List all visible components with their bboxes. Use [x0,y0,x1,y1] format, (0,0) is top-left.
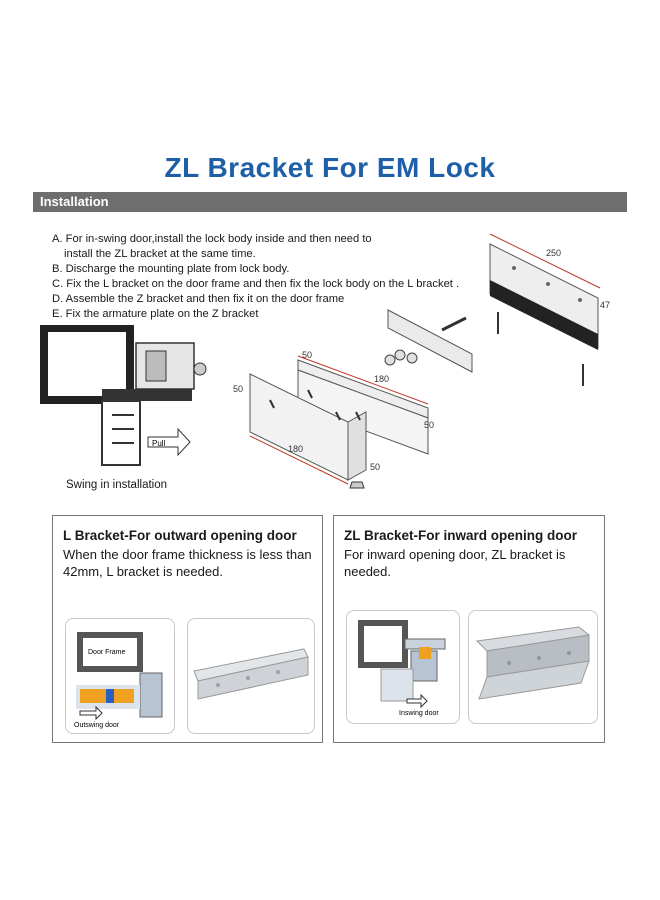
swing-in-diagram: Pull [40,325,207,466]
washers [384,349,418,366]
armature-plate-part [387,309,473,373]
inswing-arrow-icon [406,693,428,709]
outswing-diagram: Door Frame Outswing door [74,632,163,729]
step-a-continued: install the ZL bracket at the same time. [64,248,256,260]
door-frame-profile [40,325,134,404]
section-banner: Installation [33,192,627,212]
step-d: D. Assemble the Z bracket and then fix i… [52,293,345,305]
zl-bracket-heading: ZL Bracket-For inward opening door [344,528,578,543]
l-bracket-panel: L Bracket-For outward opening door When … [52,515,323,743]
frame-shape [358,620,408,668]
screw-shape [106,689,114,703]
l-bracket-photo [187,618,315,734]
zl-bracket-panel: ZL Bracket-For inward opening door For i… [333,515,605,743]
lock-length-dim: 250 [546,248,561,258]
lock-screw-holes [512,266,582,302]
inswing-diagram: Inswing door [358,620,446,717]
outswing-arrow-icon [79,705,103,721]
door-shape [380,668,414,702]
section-title: Installation [40,194,109,209]
l-bracket-front-face [197,656,309,700]
l-bracket-side [347,411,367,481]
l-length-dim-line [249,435,349,485]
zl-bottom-face [478,660,590,700]
door-frame-label: Door Frame [88,649,125,656]
installation-steps: A. For in-swing door,install the lock bo… [52,232,502,322]
pull-arrow-icon [147,427,191,457]
em-lock-body [490,280,598,350]
bracket-screws [269,389,361,421]
door-panel [101,400,141,466]
l-length-dim: 180 [288,444,303,454]
inswing-thumbnail: Inswing door [346,610,460,724]
z-width-dim: 50 [302,350,312,360]
step-a: A. For in-swing door,install the lock bo… [52,233,372,245]
page-title: ZL Bracket For EM Lock [164,152,496,183]
bolt-shape-zl [419,647,431,659]
zl-bracket-description: For inward opening door, ZL bracket is n… [344,547,566,579]
nut [349,481,365,489]
zl-holes [507,651,571,665]
door-frame-shape [77,632,143,672]
l-bracket-holes [216,670,280,687]
step-e: E. Fix the armature plate on the Z brack… [52,308,259,320]
exploded-assembly-diagram: 250 47 180 50 50 180 50 50 [233,233,610,489]
armature-plate [145,350,167,382]
plate-length-dim: 180 [374,374,389,384]
zl-bracket-photo [468,610,598,724]
lock-length-dim-line [489,233,601,289]
lock-block [139,672,163,718]
l-bracket-image [193,648,309,700]
pull-label: Pull [152,439,166,448]
plate-length-dim-line [297,355,429,405]
mounting-bolt [193,362,207,376]
zl-bracket-image [475,626,591,700]
step-c: C. Fix the L bracket on the door frame a… [52,278,460,290]
inswing-label: Inswing door [399,710,439,717]
l-bracket-heading: L Bracket-For outward opening door [63,528,297,543]
screws [112,414,134,444]
z-side-dim: 50 [424,420,434,430]
l-side-dim: 50 [233,384,243,394]
armature-bolt [441,316,467,332]
outswing-thumbnail: Door Frame Outswing door [65,618,175,734]
l-foot-dim: 50 [370,462,380,472]
outswing-label: Outswing door [74,722,120,729]
diagram-caption: Swing in installation [66,479,168,491]
l-bracket-description: When the door frame thickness is less th… [63,547,312,579]
z-bracket-profile [102,389,192,401]
z-bracket-face [297,369,429,455]
lock-height-dim: 47 [600,300,610,310]
step-b: B. Discharge the mounting plate from loc… [52,263,290,275]
